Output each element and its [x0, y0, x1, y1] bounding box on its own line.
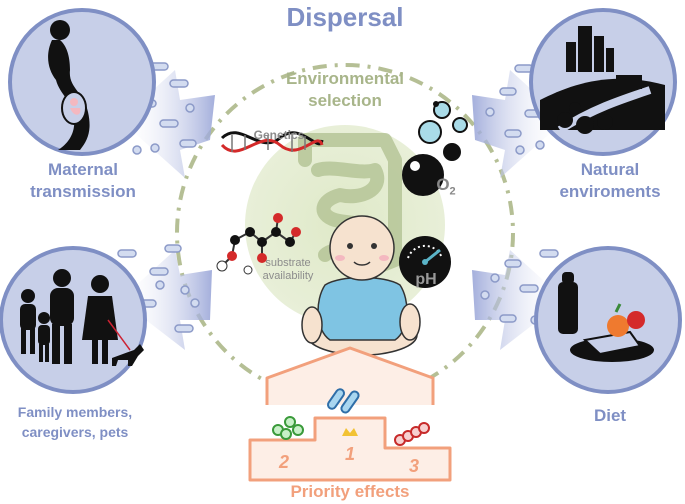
diagram-title: Dispersal: [286, 2, 404, 32]
env-line2: selection: [308, 91, 382, 110]
o2-subscript: 2: [449, 185, 456, 198]
family-label: Family members, caregivers, pets: [2, 402, 148, 442]
dna-icon: [220, 131, 324, 153]
substrate-line2: availability: [262, 270, 314, 282]
landscape-icon: [540, 26, 665, 134]
podium: [248, 346, 452, 482]
family-icon: [20, 269, 144, 366]
molecule-icon: [216, 213, 301, 275]
podium-bacteria: [272, 388, 430, 446]
diet-icon: [558, 272, 654, 362]
diet-circle: [534, 246, 682, 394]
maternal-line1: Maternal: [48, 160, 118, 179]
environmental-selection-label: Environmental selection: [270, 68, 420, 112]
family-line2: caregivers, pets: [21, 424, 129, 440]
pregnant-woman-icon: [48, 20, 90, 150]
ph-label: pH: [415, 271, 437, 288]
maternal-circle: [8, 8, 156, 156]
arrow-family: [120, 250, 212, 350]
natural-line1: Natural: [580, 160, 640, 179]
o2-label: O2: [426, 175, 466, 197]
substrate-label: substrate availability: [248, 257, 328, 283]
maternal-line2: transmission: [30, 182, 136, 201]
podium-third-label: 3: [408, 456, 419, 476]
arrow-natural: [472, 70, 565, 178]
podium-first-label: 1: [344, 444, 355, 464]
priority-effects-label: Priority effects: [290, 482, 410, 501]
o2-text: O: [436, 175, 450, 194]
genetics-label: Genetics: [253, 128, 305, 142]
baby-icon: [301, 215, 421, 356]
podium-second-label: 2: [278, 452, 289, 472]
env-line1: Environmental: [285, 69, 405, 88]
natural-line2: enviroments: [559, 182, 661, 201]
maternal-label: Maternal transmission: [18, 159, 148, 203]
diet-label: Diet: [593, 406, 627, 425]
natural-label: Natural enviroments: [545, 159, 675, 203]
selection-boundary: [175, 63, 515, 403]
family-line1: Family members,: [17, 404, 133, 420]
ph-gauge-icon: [399, 236, 451, 288]
substrate-line1: substrate: [265, 257, 311, 269]
oxygen-bubbles-icon: [402, 101, 468, 196]
